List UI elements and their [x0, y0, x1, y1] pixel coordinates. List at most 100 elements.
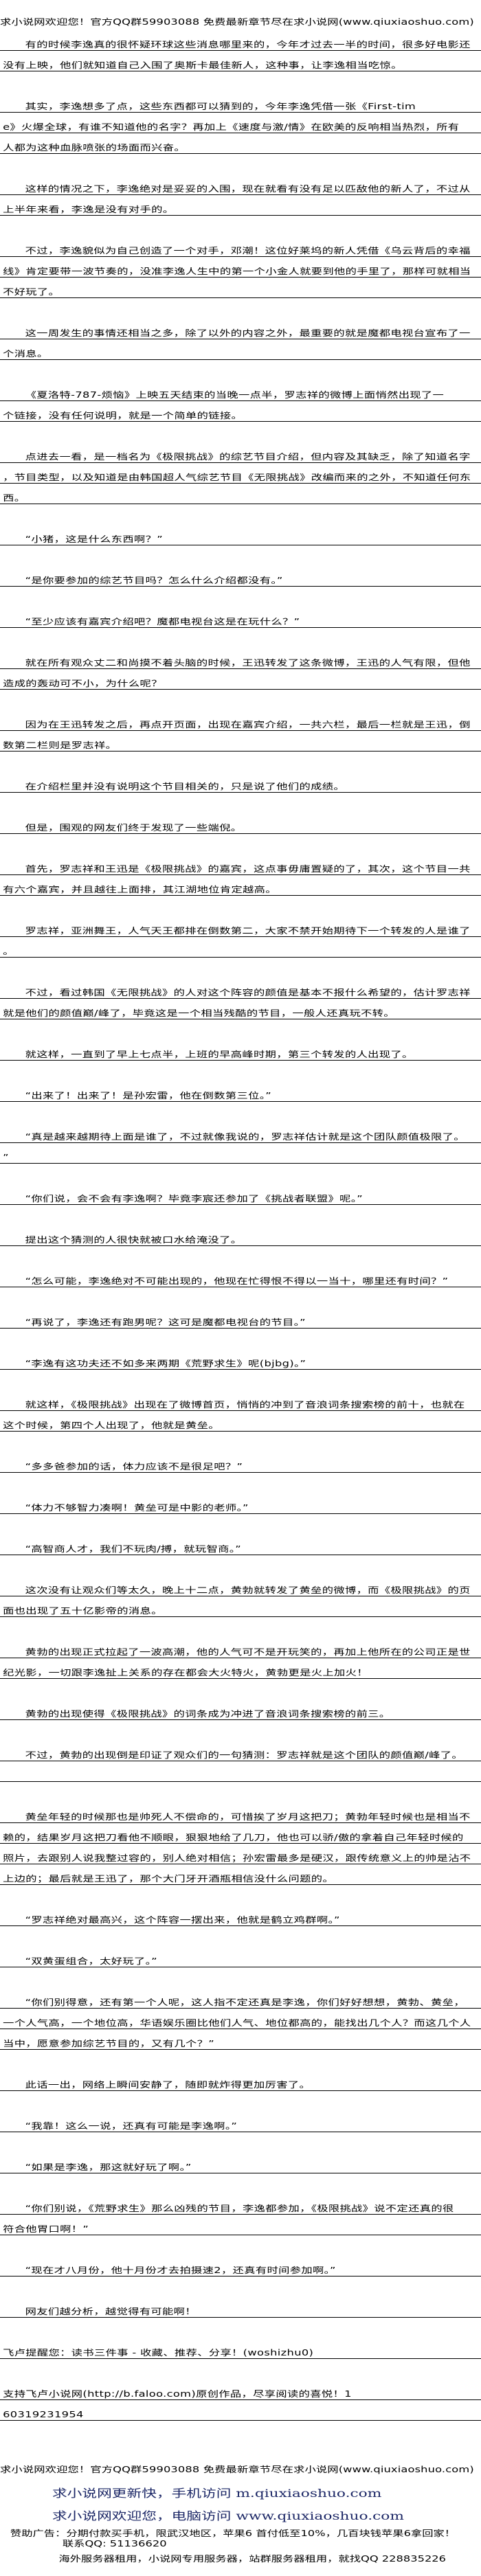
paragraph-spacer	[0, 216, 481, 236]
sponsor-contact: 联系QQ: 51136620	[62, 2539, 167, 2549]
paragraph-spacer	[0, 1617, 481, 1638]
paragraph-text: e》火爆全球，有谁不知道他的名字？再加上《速度与激/情》在欧美的反响相当热烈，所…	[3, 122, 460, 132]
text-line: “高智商人才，我们不玩肉/搏，就玩智商。”	[0, 1535, 481, 1555]
text-line: 60319231954	[0, 2400, 481, 2421]
text-line: 上半年来看，李逸是没有对手的。	[0, 195, 481, 216]
paragraph-text: 不过，黄勃的出现倒是印证了观众们的一句猜测：罗志祥就是这个团队的颜值巅/峰了。	[25, 1750, 463, 1760]
text-line: 这次没有让观众们等太久，晚上十二点，黄勃就转发了黄垒的微博，而《极限挑战》的页	[0, 1576, 481, 1596]
paragraph-spacer	[0, 752, 481, 772]
text-line: 《夏洛特-787-烦恼》上映五天结束的当晚一点半，罗志祥的微博上面悄然出现了一	[0, 381, 481, 401]
text-line: 赖的，结果岁月这把刀看他不顺眼，狠狠地给了几刀，他也可以骄/傲的拿着自己年轻时候…	[0, 1823, 481, 1844]
text-line: “罗志祥绝对最高兴，这个阵容一摆出来，他就是鹤立鸡群啊。”	[0, 1906, 481, 1926]
chapter-content: 有的时候李逸真的很怀疑环球这些消息哪里来的，今年才过去一半的时间，很多好电影还没…	[0, 30, 481, 2421]
text-line: “至少应该有嘉宾介绍吧？魔都电视台这是在玩什么？”	[0, 607, 481, 628]
text-line: 上边的；最后就是王迅了，那个大门牙开酒瓶相信没什么问题的。	[0, 1864, 481, 1885]
paragraph-text: 就是他们的颜值巅/峰了，毕竟这是一个相当残酷的节目，一般人还真玩不转。	[3, 1008, 395, 1018]
text-line: 因为在王迅转发之后，再点开页面，出现在嘉宾介绍，一共六栏，最后一栏就是王迅，倒	[0, 710, 481, 731]
paragraph-spacer	[0, 1720, 481, 1741]
paragraph-spacer	[0, 1164, 481, 1184]
text-line: 有的时候李逸真的很怀疑环球这些消息哪里来的，今年才过去一半的时间，很多好电影还	[0, 30, 481, 51]
paragraph-text: 造成的轰动可不小，为什么呢？	[3, 679, 163, 688]
paragraph-text: 就在所有观众丈二和尚摸不着头脑的时候，王迅转发了这条微博，王迅的人气有限，但他	[25, 658, 471, 668]
text-line: 。	[0, 937, 481, 958]
paragraph-text: 黄勃的出现正式拉起了一波高潮，他的人气可不是开玩笑的，再加上他所在的公司正是世	[25, 1647, 471, 1657]
text-line: “真是越来越期待上面是谁了，不过就像我说的，罗志祥估计就是这个团队颜值极限了。	[0, 1122, 481, 1143]
text-line: 飞卢提醒您：读书三件事 - 收藏、推荐、分享！(woshizhu0)	[0, 2338, 481, 2359]
paragraph-spacer	[0, 545, 481, 566]
text-line: “是你要参加的综艺节目吗？怎么什么介绍都没有。”	[0, 566, 481, 587]
paragraph-text: “体力不够智力凑啊！黄垒可是中影的老师。”	[25, 1503, 249, 1513]
text-line: “出来了！出来了！是孙宏雷，他在倒数第三位。”	[0, 1081, 481, 1102]
text-line: 就是他们的颜值巅/峰了，毕竟这是一个相当残酷的节目，一般人还真玩不转。	[0, 999, 481, 1019]
paragraph-spacer	[0, 1782, 481, 1803]
paragraph-spacer	[0, 1246, 481, 1267]
paragraph-text: “李逸有这功夫还不如多来两期《荒野求生》呢(bjbg)。”	[25, 1359, 306, 1368]
text-line: 西。	[0, 484, 481, 504]
text-line	[0, 1761, 481, 1782]
paragraph-text: “怎么可能，李逸绝对不可能出现的，他现在忙得恨不得以一当十，哪里还有时间？”	[25, 1276, 449, 1286]
paragraph-text: 黄勃的出现使得《极限挑战》的词条成为冲进了音浪词条搜索榜的前三。	[25, 1709, 391, 1719]
paragraph-text: “你们别得意，还有第一个人呢，这人指不定还真是李逸，你们好好想想，黄勃、黄垒，	[25, 1998, 465, 2007]
paragraph-text: 一个人气高，一个地位高，华语娱乐圈比他们人气、地位都高的，能找出几个人？而这几个…	[3, 2018, 471, 2028]
text-line: “如果是李逸，那这就好玩了啊。”	[0, 2153, 481, 2173]
text-line: 造成的轰动可不小，为什么呢？	[0, 669, 481, 690]
paragraph-text: 符合他胃口啊！”	[3, 2224, 89, 2234]
paragraph-spacer	[0, 2276, 481, 2297]
text-line: 此话一出，网络上瞬间安静了，随即就炸得更加厉害了。	[0, 2070, 481, 2091]
paragraph-spacer	[0, 1432, 481, 1452]
paragraph-text: 个消息。	[3, 349, 49, 359]
paragraph-text: 黄垒年轻的时候那也是帅死人不偿命的，可惜挨了岁月这把刀；黄勃年轻时候也是相当不	[25, 1812, 471, 1822]
text-line: 提出这个猜测的人很快就被口水给淹没了。	[0, 1225, 481, 1246]
paragraph-text: “双黄蛋组合，太好玩了。”	[25, 1956, 157, 1966]
paragraph-spacer	[0, 958, 481, 978]
paragraph-text: 60319231954	[3, 2410, 84, 2419]
paragraph-text: 这样的情况之下，李逸绝对是妥妥的入围，现在就看有没有足以匹敌他的新人了，不过从	[25, 184, 471, 194]
paragraph-text: 人都为这种血脉喷张的场面而兴奋。	[3, 143, 186, 152]
text-line: “多多爸参加的话，体力应该不是很足吧？”	[0, 1452, 481, 1473]
paragraph-text: 有六个嘉宾，并且越往上面排，其江湖地位肯定越高。	[3, 885, 277, 894]
paragraph-text: 不过，看过韩国《无限挑战》的人对这个阵容的颜值是基本不报什么希望的，估计罗志祥	[25, 988, 471, 997]
paragraph-spacer	[0, 504, 481, 525]
text-line: 其实，李逸想多了点，这些东西都可以猜到的，今年李逸凭借一张《First-tim	[0, 92, 481, 113]
paragraph-spacer	[0, 1019, 481, 1040]
paragraph-text: 当中，愿意参加综艺节目的，又有几个？”	[3, 2039, 214, 2048]
paragraph-text: “你们说，会不会有李逸啊？毕竟李宸还参加了《挑战者联盟》呢。”	[25, 1194, 363, 1204]
paragraph-text: 数第二栏则是罗志祥。	[3, 741, 118, 750]
server-ad: 海外服务器租用，小说网专用服务器，站群服务器租用，就找QQ 228835226	[58, 2554, 447, 2564]
paragraph-spacer	[0, 1102, 481, 1122]
text-line: 一个人气高，一个地位高，华语娱乐圈比他们人气、地位都高的，能找出几个人？而这几个…	[0, 2009, 481, 2029]
paragraph-spacer	[0, 1329, 481, 1349]
text-line: 网友们越分析，越觉得有可能啊！	[0, 2297, 481, 2318]
paragraph-text: 就这样，一直到了早上七点半，上班的早高峰时期，第三个转发的人出现了。	[25, 1050, 414, 1059]
paragraph-text: 不好玩了。	[3, 287, 60, 297]
paragraph-text: 此话一出，网络上瞬间安静了，随即就炸得更加厉害了。	[25, 2080, 311, 2090]
text-line: 纪光影，一切跟李逸扯上关系的存在都会大火特火，黄勃更是火上加火！	[0, 1658, 481, 1679]
text-line: “你们别得意，还有第一个人呢，这人指不定还真是李逸，你们好好想想，黄勃、黄垒，	[0, 1988, 481, 2009]
paragraph-text: 这一周发生的事情还相当之多，除了以外的内容之外，最重要的就是魔都电视台宣布了一	[25, 328, 471, 338]
text-line: 照片，去跟别人说我整过容的，别人绝对相信；孙宏雷最多是硬汉，跟传统意义上的帅是沾…	[0, 1844, 481, 1864]
text-line: 不过，看过韩国《无限挑战》的人对这个阵容的颜值是基本不报什么希望的，估计罗志祥	[0, 978, 481, 999]
paragraph-spacer	[0, 2091, 481, 2112]
paragraph-text: “出来了！出来了！是孙宏雷，他在倒数第三位。”	[25, 1091, 272, 1100]
text-line: “你们说，会不会有李逸啊？毕竟李宸还参加了《挑战者联盟》呢。”	[0, 1184, 481, 1205]
text-line: 黄勃的出现正式拉起了一波高潮，他的人气可不是开玩笑的，再加上他所在的公司正是世	[0, 1638, 481, 1658]
paragraph-spacer	[0, 1926, 481, 1947]
text-line: 就这样，一直到了早上七点半，上班的早高峰时期，第三个转发的人出现了。	[0, 1040, 481, 1061]
text-line: 罗志祥，亚洲舞王，人气天王都排在倒数第二，大家不禁开始期待下一个转发的人是谁了	[0, 916, 481, 937]
text-line: 这个时候，第四个人出现了，他就是黄垒。	[0, 1411, 481, 1432]
text-line: 点进去一看，是一档名为《极限挑战》的综艺节目介绍，但内容及其缺乏，除了知道名字	[0, 442, 481, 463]
text-line: 就在所有观众丈二和尚摸不着头脑的时候，王迅转发了这条微博，王迅的人气有限，但他	[0, 648, 481, 669]
footer-welcome-notice: 求小说网欢迎您！官方QQ群59903088 免费最新章节尽在求小说网(www.q…	[0, 2465, 474, 2474]
paragraph-text: 上半年来看，李逸是没有对手的。	[3, 205, 175, 214]
text-line: 当中，愿意参加综艺节目的，又有几个？”	[0, 2029, 481, 2050]
text-line: 这一周发生的事情还相当之多，除了以外的内容之外，最重要的就是魔都电视台宣布了一	[0, 319, 481, 339]
paragraph-text: “小猪，这是什么东西啊？”	[25, 534, 163, 544]
text-line: 不过，黄勃的出现倒是印证了观众们的一句猜测：罗志祥就是这个团队的颜值巅/峰了。	[0, 1741, 481, 1761]
text-line: “你们别说，《荒野求生》那么凶残的节目，李逸都参加，《极限挑战》说不定还真的很	[0, 2194, 481, 2215]
desktop-access-link[interactable]: 求小说网欢迎您，电脑访问 www.qiuxiaoshuo.com	[52, 2509, 404, 2522]
paragraph-spacer	[0, 1679, 481, 1699]
text-line: 数第二栏则是罗志祥。	[0, 731, 481, 752]
mobile-access-link[interactable]: 求小说网更新快，手机访问 m.qiuxiaoshuo.com	[52, 2487, 382, 2500]
text-line: 但是，围观的网友们终于发现了一些端倪。	[0, 813, 481, 834]
paragraph-text: 上边的；最后就是王迅了，那个大门牙开酒瓶相信没什么问题的。	[3, 1874, 335, 1884]
